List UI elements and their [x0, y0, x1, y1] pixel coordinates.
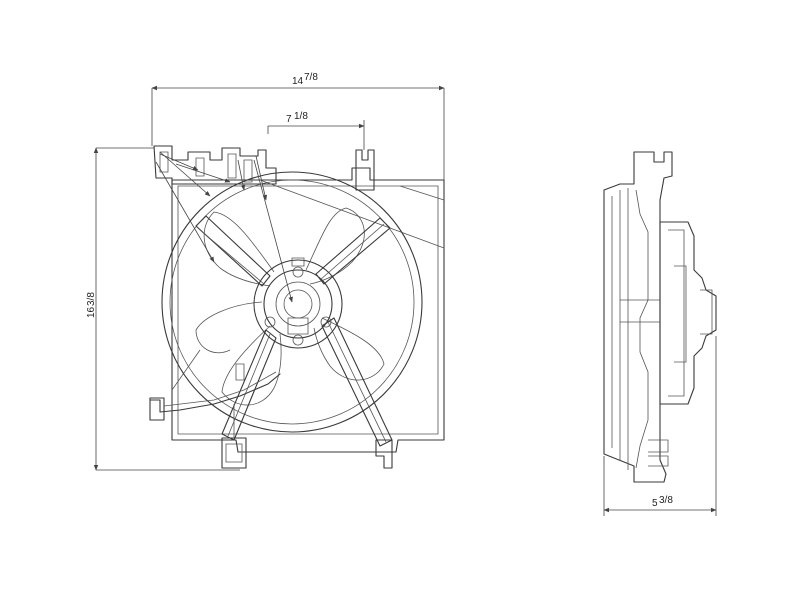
- width-dimension-fraction: 7/8: [304, 72, 318, 83]
- wire-harness: [149, 373, 281, 413]
- width-dimension: 14 7/8: [151, 72, 445, 180]
- hub-offset-dimension: 7 1/8: [267, 111, 365, 150]
- shroud-outline: [171, 167, 445, 453]
- side-shroud: [603, 151, 673, 483]
- side-view: [603, 151, 717, 483]
- shroud-inner-edge: [177, 185, 439, 435]
- height-dimension-fraction: 3/8: [86, 292, 97, 306]
- fan-ring-inner: [169, 179, 415, 425]
- fan-ring-outer: [161, 171, 423, 433]
- bottom-connector: [221, 437, 247, 469]
- depth-dimension-label: 5: [652, 498, 658, 509]
- height-dimension-label: 16: [86, 306, 97, 318]
- top-bracket: [153, 145, 277, 185]
- height-dimension: 16 3/8: [86, 147, 240, 471]
- hub-offset-label: 7: [286, 114, 292, 125]
- width-dimension-label: 14: [292, 76, 304, 87]
- fan-blades: [195, 207, 385, 406]
- front-view: [149, 145, 445, 469]
- bottom-right-foot: [375, 439, 393, 469]
- top-right-tab: [355, 149, 375, 191]
- leader-arrows: [155, 151, 293, 303]
- side-motor: [659, 221, 717, 405]
- hub-offset-fraction: 1/8: [294, 111, 308, 122]
- depth-dimension-fraction: 3/8: [659, 495, 673, 506]
- depth-dimension: 5 3/8: [603, 336, 717, 516]
- motor-hub: [253, 257, 343, 349]
